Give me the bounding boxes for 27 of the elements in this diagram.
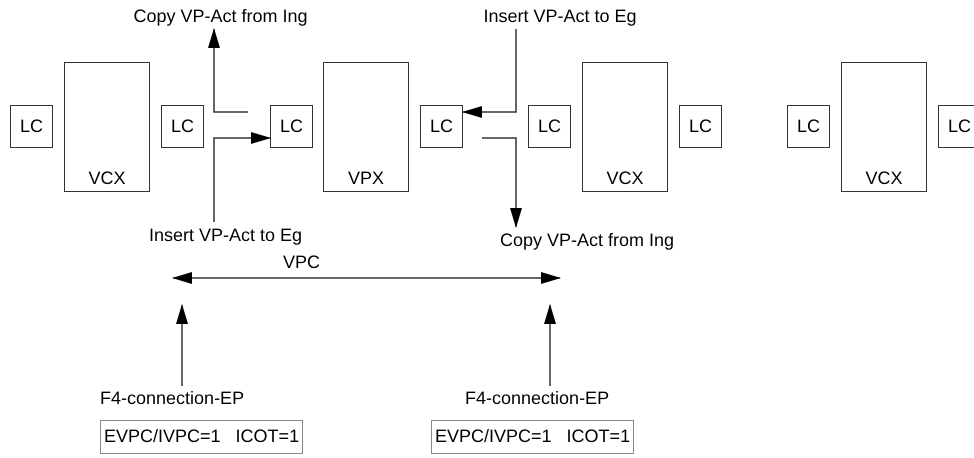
arrow (208, 28, 248, 113)
switch-box: VPX (323, 62, 409, 192)
action-label: Insert VP-Act to Eg (128, 222, 323, 248)
switch-box: VCX (841, 62, 927, 192)
endpoint-heading: F4-connection-EP (100, 387, 244, 410)
endpoint-heading: F4-connection-EP (465, 387, 610, 410)
parameter-box: EVPC/IVPC=1 ICOT=1 (431, 420, 634, 454)
switch-box: VCX (582, 62, 668, 192)
arrow (462, 29, 517, 118)
line-card: LC (161, 105, 204, 148)
connection-label: VPC (283, 252, 320, 273)
line-card: LC (528, 105, 571, 148)
switch-box: VCX (64, 62, 150, 192)
line-card: LC (420, 105, 463, 148)
line-card: LC (787, 105, 830, 148)
line-card: LC (679, 105, 722, 148)
action-label: Insert VP-Act to Eg (466, 3, 654, 29)
line-card: LC (10, 105, 53, 148)
arrow (213, 132, 271, 222)
parameter-box: EVPC/IVPC=1 ICOT=1 (100, 420, 303, 454)
action-label: Copy VP-Act from Ing (118, 3, 323, 29)
arrow (544, 304, 556, 386)
line-card: LC (938, 105, 974, 148)
arrow (482, 137, 522, 228)
action-label: Copy VP-Act from Ing (482, 227, 692, 253)
line-card: LC (270, 105, 313, 148)
arrow (176, 304, 188, 386)
